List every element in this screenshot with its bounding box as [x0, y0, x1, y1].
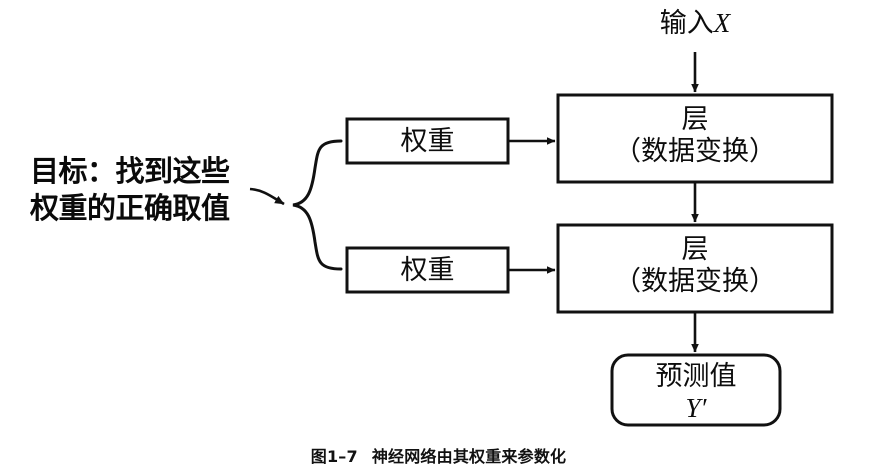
prediction-box [610, 353, 782, 427]
figure-caption: 图1–7 神经网络由其权重来参数化 [0, 443, 877, 467]
layer-1-box [556, 93, 834, 184]
goal-note: 目标：找到这些 权重的正确取值 [30, 153, 260, 227]
layer-2-box [556, 223, 834, 314]
goal-note-line-2: 权重的正确取值 [30, 191, 230, 226]
figure-caption-number: 图1–7 [310, 447, 358, 466]
edge-goalnote-to-brace [249, 187, 285, 206]
weight-2-box [345, 246, 510, 294]
goal-note-line-1: 目标：找到这些 [30, 154, 230, 188]
weights-brace [292, 139, 343, 271]
figure-caption-title: 神经网络由其权重来参数化 [371, 447, 567, 466]
weight-1-box [345, 117, 510, 165]
